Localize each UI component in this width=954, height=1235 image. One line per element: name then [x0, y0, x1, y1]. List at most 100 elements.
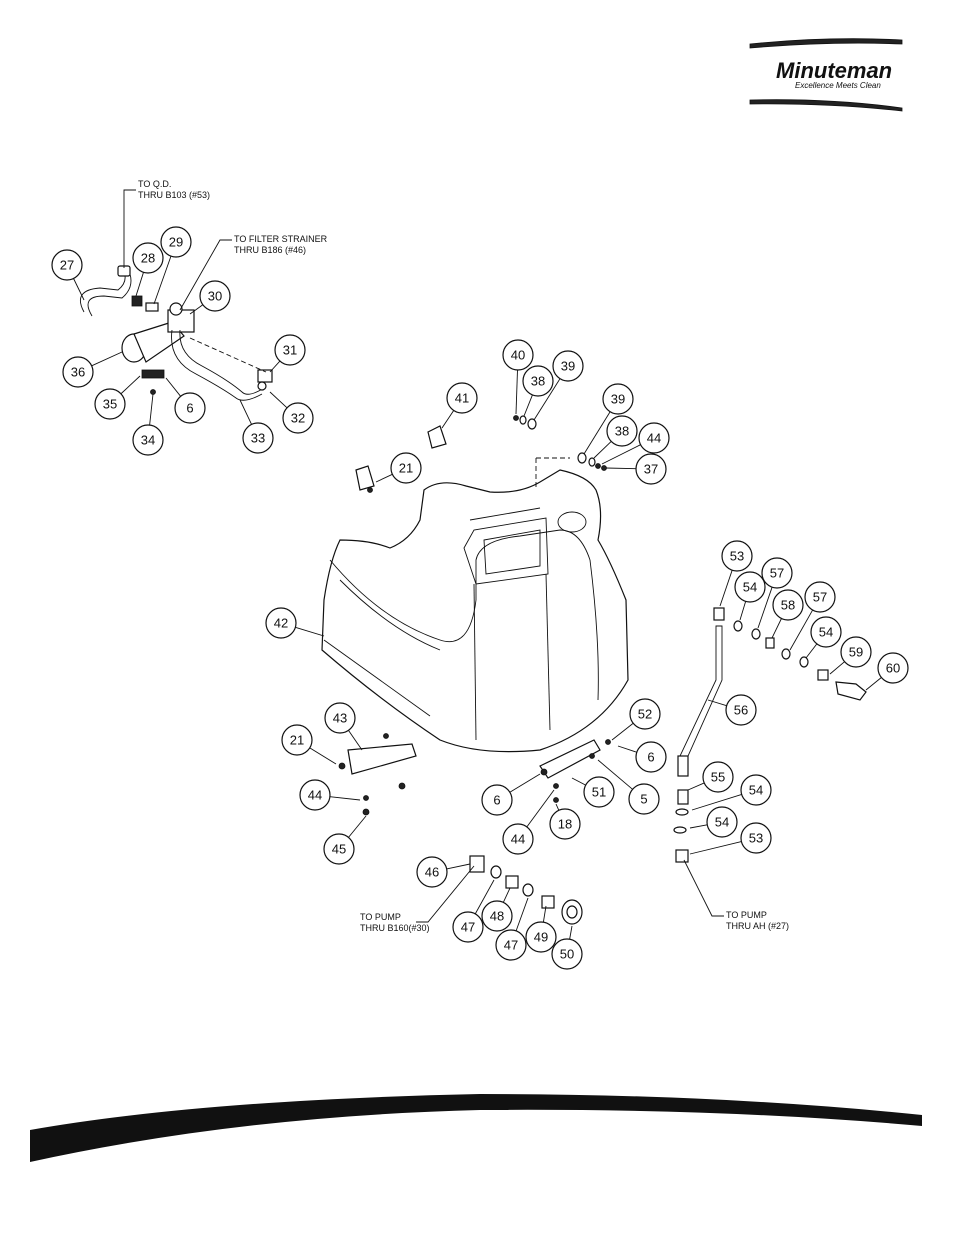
- note-qd: TO Q.D. THRU B103 (#53): [123, 179, 210, 268]
- leader-line: [509, 773, 541, 793]
- callout-55: 55: [687, 761, 734, 793]
- callout-label: 41: [455, 391, 469, 406]
- callout-label: 40: [511, 348, 525, 363]
- callout-35: 35: [94, 375, 141, 420]
- callout-34: 34: [132, 393, 164, 456]
- callout-30: 30: [189, 280, 231, 315]
- leader-line: [269, 360, 281, 373]
- note-pump-left: TO PUMP THRU B160(#30): [360, 865, 475, 933]
- leader-line: [789, 609, 814, 651]
- note-pump-left-line2: THRU B160(#30): [360, 923, 430, 933]
- callout-21: 21: [375, 452, 422, 484]
- callout-circle: [390, 452, 422, 484]
- callout-label: 18: [558, 817, 572, 832]
- callout-label: 47: [504, 938, 518, 953]
- callout-circle: [132, 424, 164, 456]
- leader-line: [269, 391, 288, 409]
- callout-circle: [840, 636, 872, 668]
- callout-label: 6: [647, 750, 654, 765]
- callout-circle: [706, 806, 738, 838]
- callout-circle: [804, 581, 836, 613]
- callout-label: 57: [813, 590, 827, 605]
- leader-line: [309, 747, 337, 765]
- callout-circle: [132, 242, 164, 274]
- leader-line: [515, 369, 518, 415]
- callout-label: 44: [647, 431, 661, 446]
- leader-line: [329, 796, 361, 801]
- bracket-21-top: [355, 465, 375, 491]
- leader-line: [474, 879, 495, 915]
- callout-label: 21: [399, 461, 413, 476]
- callout-38: 38: [593, 415, 638, 459]
- leader-line: [597, 759, 633, 790]
- leader-line: [189, 304, 204, 315]
- callout-47: 47: [495, 897, 529, 961]
- leader-line: [375, 473, 393, 483]
- callout-label: 54: [715, 815, 729, 830]
- callout-circle: [810, 616, 842, 648]
- callout-label: 34: [141, 433, 155, 448]
- callout-label: 5: [640, 792, 647, 807]
- valve-assembly: [80, 265, 273, 401]
- leader-line: [149, 393, 154, 426]
- leader-line: [515, 897, 529, 932]
- leader-line: [583, 411, 611, 455]
- leader-line: [739, 601, 747, 621]
- leader-line: [533, 378, 561, 421]
- leader-line: [120, 375, 141, 395]
- callout-51: 51: [571, 776, 615, 808]
- leader-line: [165, 377, 181, 397]
- callout-circle: [602, 383, 634, 415]
- leader-line: [555, 803, 560, 811]
- callout-circle: [725, 694, 757, 726]
- callout-label: 30: [208, 289, 222, 304]
- leader-line: [617, 745, 637, 753]
- leader-line: [569, 925, 573, 940]
- leader-line: [523, 394, 533, 417]
- callout-label: 47: [461, 920, 475, 935]
- callout-28: 28: [132, 242, 164, 297]
- callout-label: 49: [534, 930, 548, 945]
- callout-44: 44: [299, 779, 361, 811]
- brand-logo: Minuteman Excellence Meets Clean: [749, 38, 903, 112]
- bracket-41: [427, 425, 447, 449]
- brand-tagline: Excellence Meets Clean: [795, 81, 881, 90]
- callout-label: 46: [425, 865, 439, 880]
- callout-label: 54: [749, 783, 763, 798]
- callout-circle: [160, 226, 192, 258]
- callout-label: 54: [819, 625, 833, 640]
- callout-circle: [299, 779, 331, 811]
- leader-line: [91, 351, 123, 367]
- callout-label: 38: [531, 374, 545, 389]
- callout-label: 21: [290, 733, 304, 748]
- bracket-51: [539, 739, 611, 803]
- callout-circle: [877, 652, 909, 684]
- callout-circle: [629, 698, 661, 730]
- leader-line: [757, 587, 773, 629]
- callout-circle: [740, 774, 772, 806]
- note-qd-line1: TO Q.D.: [138, 179, 171, 189]
- callout-label: 48: [490, 909, 504, 924]
- callout-44: 44: [601, 422, 670, 465]
- leader-line: [73, 278, 85, 301]
- leader-line: [719, 570, 733, 607]
- callout-label: 33: [251, 431, 265, 446]
- callout-circle: [274, 334, 306, 366]
- callout-6: 6: [481, 773, 541, 816]
- callout-circle: [94, 388, 126, 420]
- callout-circle: [452, 911, 484, 943]
- leader-line: [446, 863, 471, 870]
- callout-45: 45: [323, 815, 367, 865]
- callout-label: 38: [615, 424, 629, 439]
- callout-6: 6: [617, 741, 667, 773]
- leader-line: [805, 643, 818, 659]
- callout-label: 27: [60, 258, 74, 273]
- callout-label: 28: [141, 251, 155, 266]
- callout-circle: [772, 589, 804, 621]
- callout-circle: [552, 350, 584, 382]
- callout-label: 31: [283, 343, 297, 358]
- callout-48: 48: [481, 887, 513, 932]
- callout-58: 58: [771, 589, 804, 639]
- leader-line: [689, 824, 708, 829]
